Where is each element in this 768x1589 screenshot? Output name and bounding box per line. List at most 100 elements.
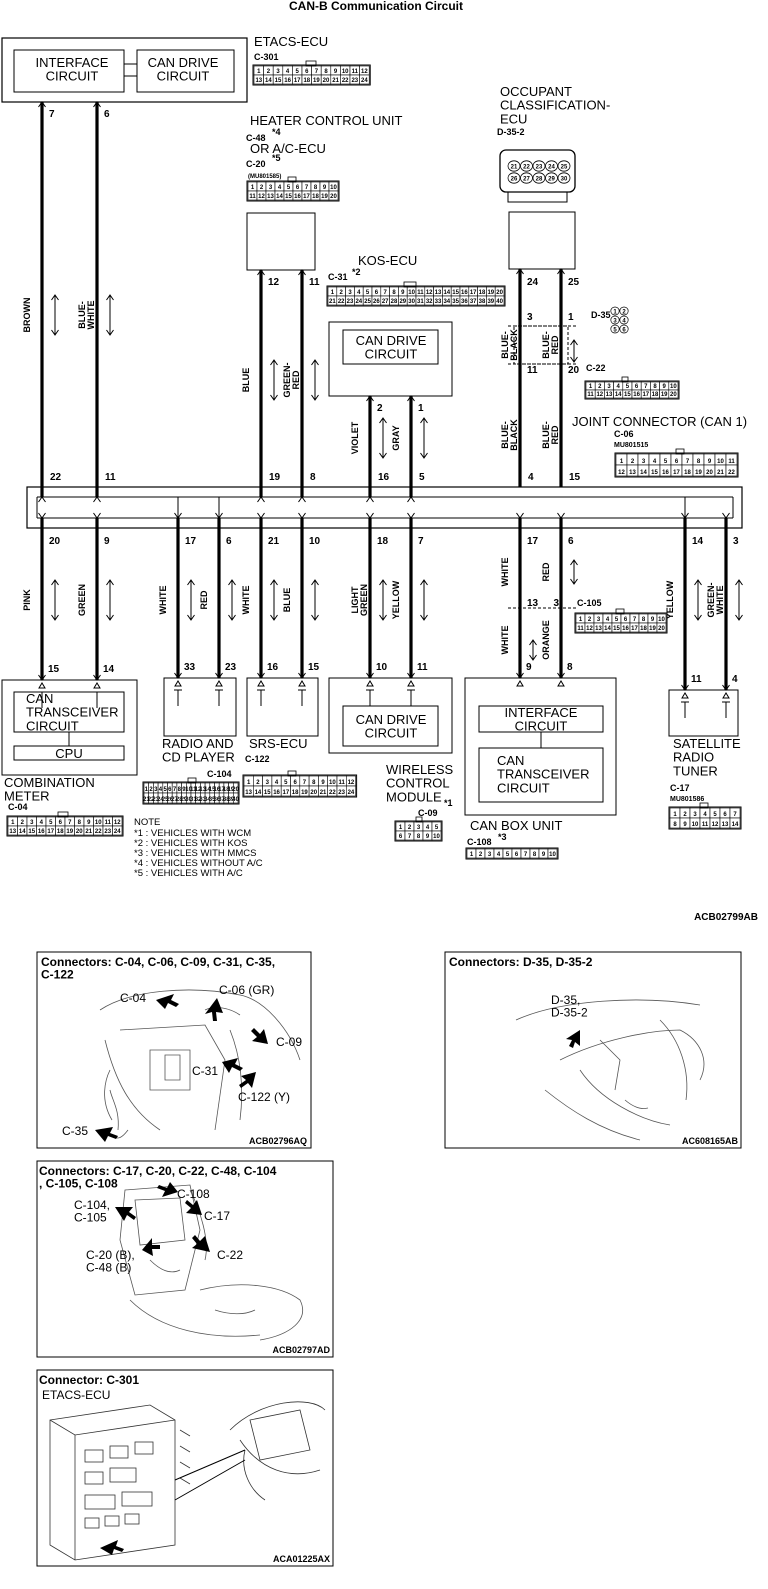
pin-number: 22 bbox=[50, 472, 62, 483]
c104-code: C-104 bbox=[207, 769, 232, 779]
svg-text:25: 25 bbox=[364, 299, 371, 305]
svg-text:12: 12 bbox=[361, 69, 368, 75]
pin-number: 4 bbox=[528, 472, 534, 483]
pin-number: 17 bbox=[185, 536, 197, 547]
star1-mark: *1 bbox=[444, 798, 453, 808]
svg-text:20: 20 bbox=[670, 392, 677, 398]
wire-color-label: WHITE bbox=[158, 586, 168, 615]
pin-number: 15 bbox=[48, 664, 60, 675]
svg-text:7: 7 bbox=[384, 290, 388, 296]
svg-text:13: 13 bbox=[595, 626, 602, 632]
callout-c04: C-04 bbox=[120, 991, 146, 1005]
svg-text:5: 5 bbox=[615, 617, 619, 623]
svg-text:20: 20 bbox=[658, 626, 665, 632]
center-stack-sketch bbox=[119, 1184, 303, 1341]
svg-text:6: 6 bbox=[375, 290, 379, 296]
wire-color-label: RED bbox=[541, 562, 551, 582]
svg-text:11: 11 bbox=[190, 787, 197, 793]
svg-text:2: 2 bbox=[260, 185, 264, 191]
pin-number: 10 bbox=[309, 536, 321, 547]
svg-text:RED: RED bbox=[541, 562, 551, 582]
svg-text:BLACK: BLACK bbox=[509, 419, 519, 451]
svg-text:4: 4 bbox=[653, 459, 657, 465]
pin-number: 12 bbox=[268, 277, 280, 288]
svg-text:6: 6 bbox=[515, 852, 519, 858]
svg-text:23: 23 bbox=[152, 797, 159, 803]
svg-text:8: 8 bbox=[392, 290, 396, 296]
pin-number: 23 bbox=[225, 662, 237, 673]
svg-text:RED: RED bbox=[550, 425, 560, 445]
pin-number: 11 bbox=[309, 277, 320, 288]
svg-text:16: 16 bbox=[38, 829, 45, 835]
svg-text:14: 14 bbox=[604, 626, 611, 632]
svg-text:19: 19 bbox=[649, 626, 656, 632]
svg-text:30: 30 bbox=[561, 177, 568, 183]
svg-text:6: 6 bbox=[293, 780, 297, 786]
pin-number: 8 bbox=[567, 662, 573, 673]
svg-text:31: 31 bbox=[417, 299, 424, 305]
svg-text:5: 5 bbox=[613, 328, 617, 334]
svg-text:2: 2 bbox=[683, 812, 687, 818]
pin-number: 16 bbox=[378, 472, 390, 483]
svg-text:29: 29 bbox=[181, 797, 188, 803]
svg-text:21: 21 bbox=[320, 790, 327, 796]
svg-text:11: 11 bbox=[728, 459, 735, 465]
svg-text:3: 3 bbox=[266, 780, 270, 786]
svg-text:21: 21 bbox=[329, 299, 336, 305]
svg-text:15: 15 bbox=[275, 78, 282, 84]
svg-text:3: 3 bbox=[607, 384, 611, 390]
pin-number: 17 bbox=[527, 536, 539, 547]
svg-text:3: 3 bbox=[30, 820, 34, 826]
star2-mark: *2 bbox=[352, 267, 361, 277]
callout-c22: C-22 bbox=[217, 1248, 243, 1262]
wire-color-label: BLUE-RED bbox=[541, 421, 560, 449]
svg-text:8: 8 bbox=[312, 780, 316, 786]
svg-text:10: 10 bbox=[433, 834, 440, 840]
svg-text:36: 36 bbox=[214, 797, 221, 803]
svg-text:35: 35 bbox=[452, 299, 459, 305]
etacs-title: ETACS-ECU bbox=[254, 34, 328, 49]
d35-arrow bbox=[566, 1030, 580, 1048]
svg-text:4: 4 bbox=[278, 185, 282, 191]
panel1-code: ACB02796AQ bbox=[249, 1136, 307, 1146]
wire-color-label: BLUE bbox=[282, 588, 292, 613]
panel3-arrows bbox=[115, 1182, 210, 1256]
svg-text:1: 1 bbox=[673, 812, 677, 818]
svg-text:4: 4 bbox=[40, 820, 44, 826]
svg-text:BLUE-: BLUE- bbox=[500, 331, 510, 359]
pin-number: 15 bbox=[308, 662, 320, 673]
joint-connector-bus bbox=[26, 486, 743, 529]
c48-code: C-48 bbox=[246, 133, 266, 143]
svg-text:12: 12 bbox=[596, 392, 603, 398]
c105-code: C-105 bbox=[577, 598, 602, 608]
pin-number: 14 bbox=[103, 664, 115, 675]
svg-text:9: 9 bbox=[182, 787, 186, 793]
callout-d35: D-35,D-35-2 bbox=[551, 993, 588, 1020]
svg-text:30: 30 bbox=[408, 299, 415, 305]
svg-text:8: 8 bbox=[697, 459, 701, 465]
svg-text:6: 6 bbox=[675, 459, 679, 465]
svg-text:7: 7 bbox=[408, 834, 412, 840]
svg-text:21: 21 bbox=[717, 470, 724, 476]
svg-text:8: 8 bbox=[178, 787, 182, 793]
svg-text:10: 10 bbox=[342, 69, 349, 75]
svg-text:11: 11 bbox=[249, 194, 256, 200]
callout-c20-c48: C-20 (B),C-48 (B) bbox=[86, 1248, 135, 1275]
pin-number: 3 bbox=[733, 536, 739, 547]
svg-text:27: 27 bbox=[382, 299, 389, 305]
note-head: NOTE bbox=[134, 817, 160, 828]
svg-text:5: 5 bbox=[284, 780, 288, 786]
panel4-sub: ETACS-ECU bbox=[42, 1388, 110, 1402]
svg-text:23: 23 bbox=[351, 78, 358, 84]
svg-text:2: 2 bbox=[622, 310, 626, 316]
svg-text:4: 4 bbox=[606, 617, 610, 623]
svg-text:37: 37 bbox=[470, 299, 477, 305]
diagram-code: ACB02799AB bbox=[694, 912, 758, 923]
svg-text:6: 6 bbox=[168, 787, 172, 793]
svg-text:8: 8 bbox=[642, 617, 646, 623]
